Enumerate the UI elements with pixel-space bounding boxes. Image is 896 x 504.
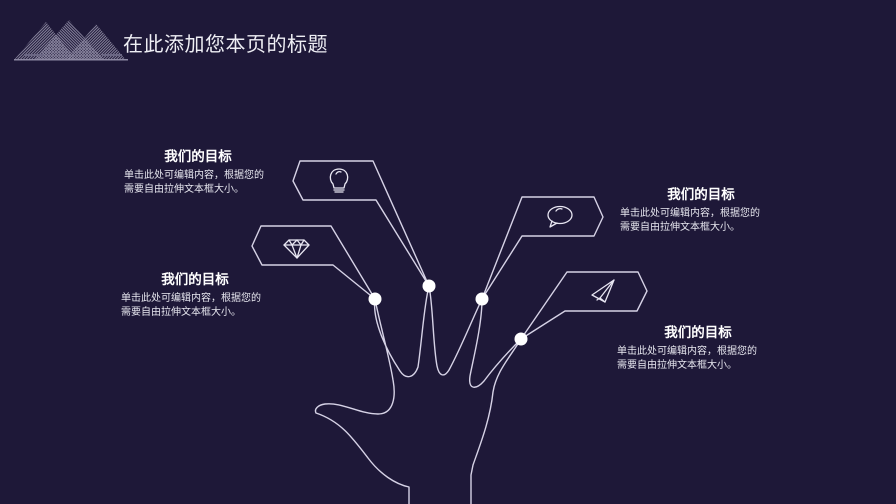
paper-plane-icon [591, 279, 615, 303]
speech-bubble-icon [547, 205, 573, 228]
goal-heading: 我们的目标 [161, 272, 229, 288]
goal-block-top-left[interactable]: 我们的目标 单击此处可编辑内容，根据您的 需要自由拉伸文本框大小。 [124, 148, 314, 197]
fingertip-dot [514, 332, 528, 346]
fingertip-dot [422, 279, 436, 293]
lightbulb-callout [292, 160, 430, 287]
lightbulb-icon [329, 168, 349, 193]
hand-outline [314, 285, 522, 504]
goal-body: 单击此处可编辑内容，根据您的 需要自由拉伸文本框大小。 [617, 346, 757, 371]
fingertip-dot [475, 292, 489, 306]
goal-block-top-right[interactable]: 我们的目标 单击此处可编辑内容，根据您的 需要自由拉伸文本框大小。 [620, 186, 810, 235]
diamond-icon [283, 239, 310, 259]
goal-body: 单击此处可编辑内容，根据您的 需要自由拉伸文本框大小。 [620, 208, 760, 233]
goal-heading: 我们的目标 [164, 149, 232, 165]
pyramid-logo-icon [14, 20, 128, 61]
goal-body: 单击此处可编辑内容，根据您的 需要自由拉伸文本框大小。 [124, 170, 264, 195]
speech-callout [481, 196, 604, 300]
goal-body: 单击此处可编辑内容，根据您的 需要自由拉伸文本框大小。 [121, 293, 261, 318]
goal-block-bottom-right[interactable]: 我们的目标 单击此处可编辑内容，根据您的 需要自由拉伸文本框大小。 [617, 324, 807, 373]
fingertip-dot [368, 292, 382, 306]
page-title: 在此添加您本页的标题 [123, 32, 328, 56]
diamond-callout [251, 225, 376, 300]
goal-heading: 我们的目标 [664, 325, 732, 341]
goal-heading: 我们的目标 [667, 187, 735, 203]
goal-block-bottom-left[interactable]: 我们的目标 单击此处可编辑内容，根据您的 需要自由拉伸文本框大小。 [121, 271, 311, 320]
